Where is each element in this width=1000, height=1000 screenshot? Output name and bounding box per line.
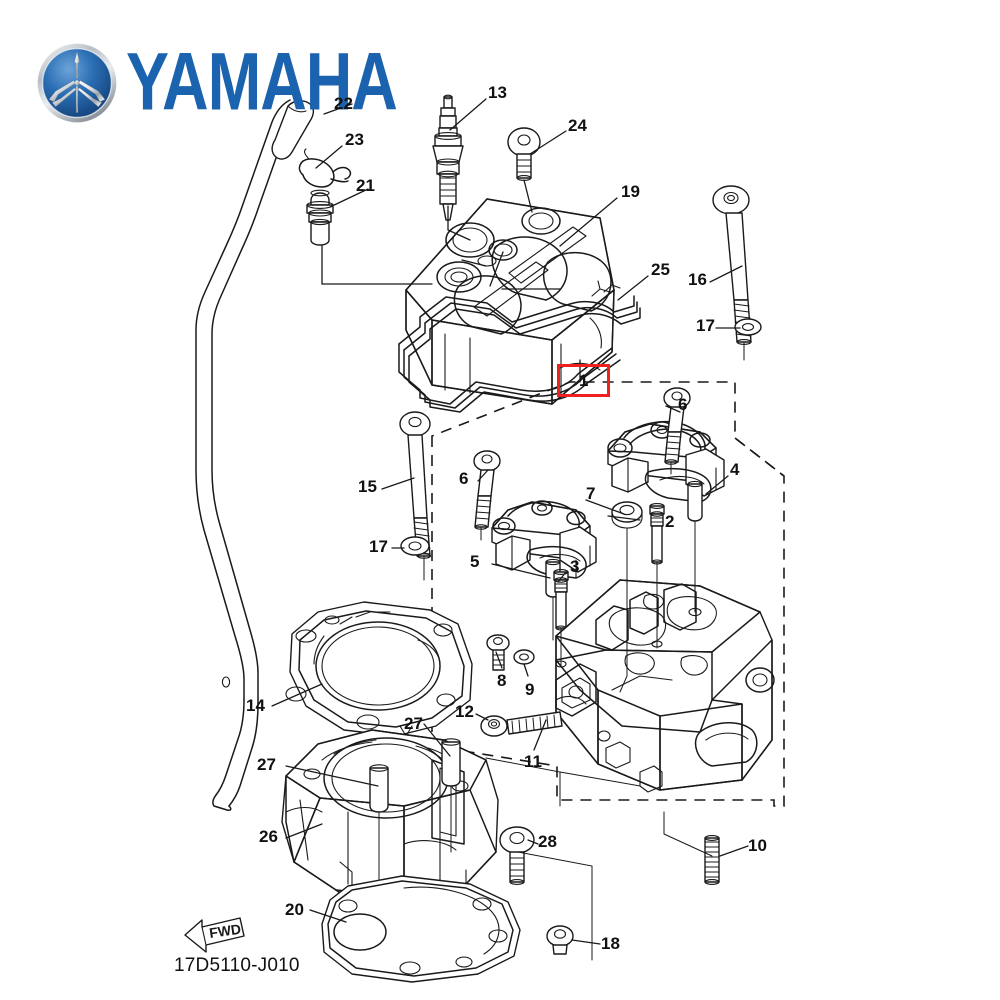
callout-17-left[interactable]: 17 xyxy=(369,537,388,556)
callout-2[interactable]: 2 xyxy=(665,512,675,531)
callout-13[interactable]: 13 xyxy=(488,83,507,102)
spark-plug-part-13 xyxy=(432,94,464,221)
callout-14[interactable]: 14 xyxy=(246,696,265,715)
callout-11[interactable]: 11 xyxy=(524,752,542,771)
washer-part-17-right xyxy=(734,318,762,336)
callout-19[interactable]: 21 xyxy=(356,176,375,195)
cover-gasket-part-23 xyxy=(398,280,641,413)
callout-24[interactable]: 26 xyxy=(259,827,278,846)
head-gasket-part-14 xyxy=(285,601,473,737)
callout-12[interactable]: 12 xyxy=(455,702,474,721)
breather-fitting-part-19 xyxy=(306,189,334,246)
head-bolt-part-16 xyxy=(712,185,752,345)
callout-7[interactable]: 7 xyxy=(586,484,596,503)
callout-5[interactable]: 5 xyxy=(470,552,480,571)
rocker-arm-assembly-upper xyxy=(607,420,725,522)
svg-text:FWD: FWD xyxy=(208,921,242,941)
callout-9[interactable]: 9 xyxy=(525,680,535,699)
plug-part-26 xyxy=(546,925,574,955)
callout-22[interactable]: 24 xyxy=(568,116,587,135)
yamaha-brand-logo: YAMAHA xyxy=(36,41,398,124)
callout-3[interactable]: 3 xyxy=(570,557,580,576)
callout-20[interactable]: 22 xyxy=(334,94,353,113)
diagram-part-number: 17D5110-J010 xyxy=(174,955,300,976)
dowel-pin-part-27-a xyxy=(369,764,389,813)
hose-end-stub xyxy=(271,100,315,160)
callout-23[interactable]: 25 xyxy=(651,260,670,279)
callout-27-left[interactable]: 27 xyxy=(257,755,276,774)
dowel-pin-part-27-b xyxy=(441,738,461,787)
cylinder-head-cover-part-18 xyxy=(405,198,615,405)
callout-17-right[interactable]: 17 xyxy=(696,316,715,335)
stud-part-10 xyxy=(704,835,720,885)
callout-25[interactable]: 20 xyxy=(285,900,304,919)
leader-lines xyxy=(271,98,749,961)
callout-10[interactable]: 10 xyxy=(748,836,767,855)
bolt-part-12 xyxy=(480,715,508,737)
callout-28[interactable]: 28 xyxy=(538,832,557,851)
cylinder-head-body xyxy=(555,579,775,793)
callout-26[interactable]: 18 xyxy=(601,934,620,953)
callout-15[interactable]: 15 xyxy=(358,477,377,496)
yamaha-tuning-fork-icon xyxy=(36,42,118,124)
callout-18[interactable]: 19 xyxy=(621,182,640,201)
rocker-bolt-part-6-left xyxy=(473,450,501,530)
cover-bolt-part-22 xyxy=(507,127,541,181)
callout-1-highlighted[interactable]: 1 xyxy=(557,364,611,397)
callout-21[interactable]: 23 xyxy=(345,130,364,149)
bolt-part-28 xyxy=(499,826,535,885)
callout-6-right[interactable]: 6 xyxy=(678,395,688,414)
bolt-part-8 xyxy=(486,634,510,671)
callout-6-left[interactable]: 6 xyxy=(459,469,469,488)
yamaha-wordmark: YAMAHA xyxy=(126,36,398,128)
callout-27-right[interactable]: 27 xyxy=(404,714,423,733)
assembly-boundary-dashed-group-1 xyxy=(431,381,785,807)
fwd-direction-arrow-icon: FWD xyxy=(184,917,245,953)
valve-shim-part-7 xyxy=(611,501,643,529)
head-bolt-part-15 xyxy=(399,411,432,559)
callout-4[interactable]: 4 xyxy=(730,460,740,479)
callout-16[interactable]: 16 xyxy=(688,270,707,289)
washer-part-9 xyxy=(513,649,535,665)
base-gasket-part-25 xyxy=(321,875,521,983)
washer-part-17-left xyxy=(400,536,430,556)
callout-8[interactable]: 8 xyxy=(497,671,507,690)
rocker-arm-assembly-lower xyxy=(491,500,597,598)
valve-part-2 xyxy=(649,503,665,565)
stud-part-11 xyxy=(506,711,563,735)
hose-clamp-part-21 xyxy=(298,148,352,188)
rocker-bolt-part-6-right xyxy=(663,387,691,465)
